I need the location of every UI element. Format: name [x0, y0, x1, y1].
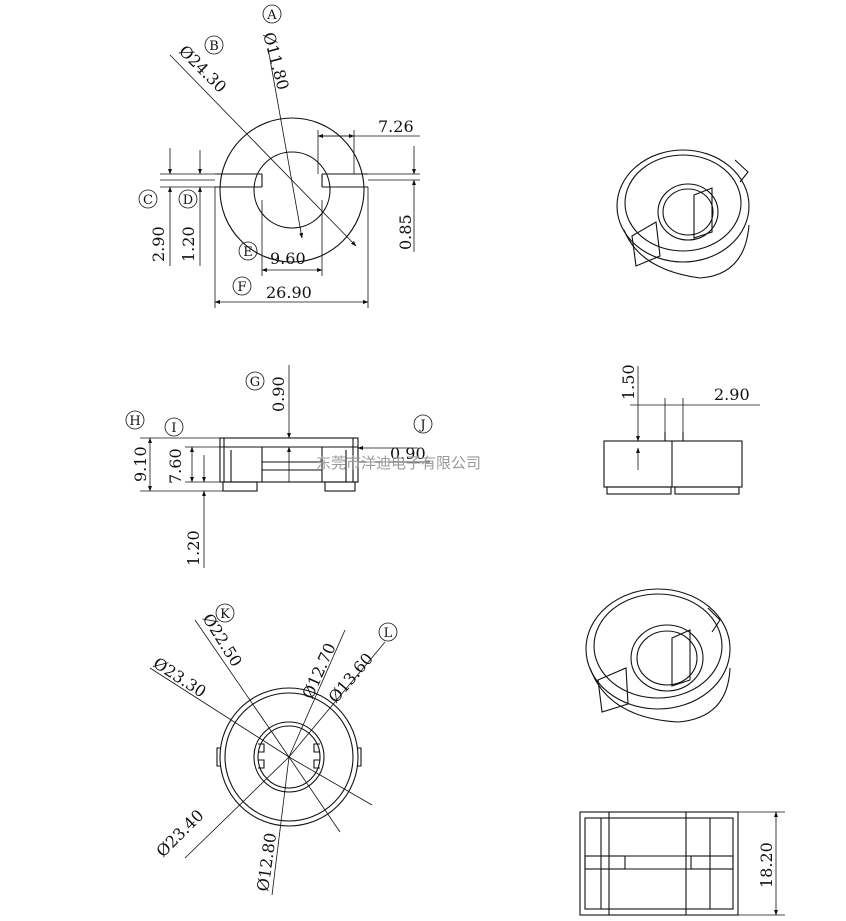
side-view-right: 1.50 2.90 [603, 364, 760, 495]
dim-slot-h: 0.85 [396, 214, 415, 250]
dim-height: 18.20 [757, 842, 776, 888]
dim-side-top: 1.50 [619, 364, 638, 400]
dim-base: 1.20 [184, 530, 203, 566]
dim-h: 9.10 [131, 446, 150, 482]
top-view-labels: A B C D E F [138, 4, 282, 296]
bottom-view-dimensions: Ø22.50 Ø23.30 Ø12.70 Ø13.60 Ø23.40 Ø12.8… [150, 610, 377, 893]
side-view-labels: G H I J [125, 371, 433, 437]
label-j: J [418, 418, 425, 433]
bottom-view [149, 619, 386, 896]
label-l: L [384, 626, 393, 641]
label-d: D [183, 193, 193, 208]
dim-i: 7.60 [166, 448, 185, 484]
label-i: I [171, 421, 176, 436]
dim-f: 26.90 [266, 283, 312, 302]
dim-k2: Ø23.30 [150, 653, 210, 701]
label-f: F [237, 280, 246, 295]
label-e: E [243, 245, 253, 260]
side-view-dimensions: 0.90 9.10 7.60 1.20 0.90 [131, 376, 426, 566]
isometric-view-bottom [585, 588, 731, 723]
isometric-view-top [616, 149, 750, 279]
dim-slot-w: 7.26 [378, 117, 414, 136]
dim-bot1: Ø23.40 [152, 806, 207, 861]
dim-bot2: Ø12.80 [253, 832, 280, 893]
top-view-dimensions: Ø11.80 Ø24.30 7.26 2.90 1.20 0.85 9.60 2… [149, 30, 415, 302]
label-b: B [209, 39, 219, 54]
dim-j: 0.90 [390, 444, 426, 463]
dim-side-w: 2.90 [714, 385, 750, 404]
bottom-view-labels: K L [215, 603, 398, 642]
label-g: G [250, 375, 260, 390]
dim-c: 2.90 [149, 226, 168, 262]
front-view-right: 18.20 [579, 811, 785, 916]
label-c: C [143, 193, 153, 208]
dim-a: Ø11.80 [259, 30, 293, 92]
dim-d: 1.20 [179, 226, 198, 262]
top-view [160, 47, 420, 308]
label-h: H [129, 414, 140, 429]
label-k: K [220, 607, 230, 622]
side-view [140, 365, 430, 568]
dim-g: 0.90 [269, 376, 288, 412]
watermark: 东莞市洋迪电子有限公司 [316, 454, 481, 472]
label-a: A [266, 8, 277, 23]
dim-e: 9.60 [270, 249, 306, 268]
